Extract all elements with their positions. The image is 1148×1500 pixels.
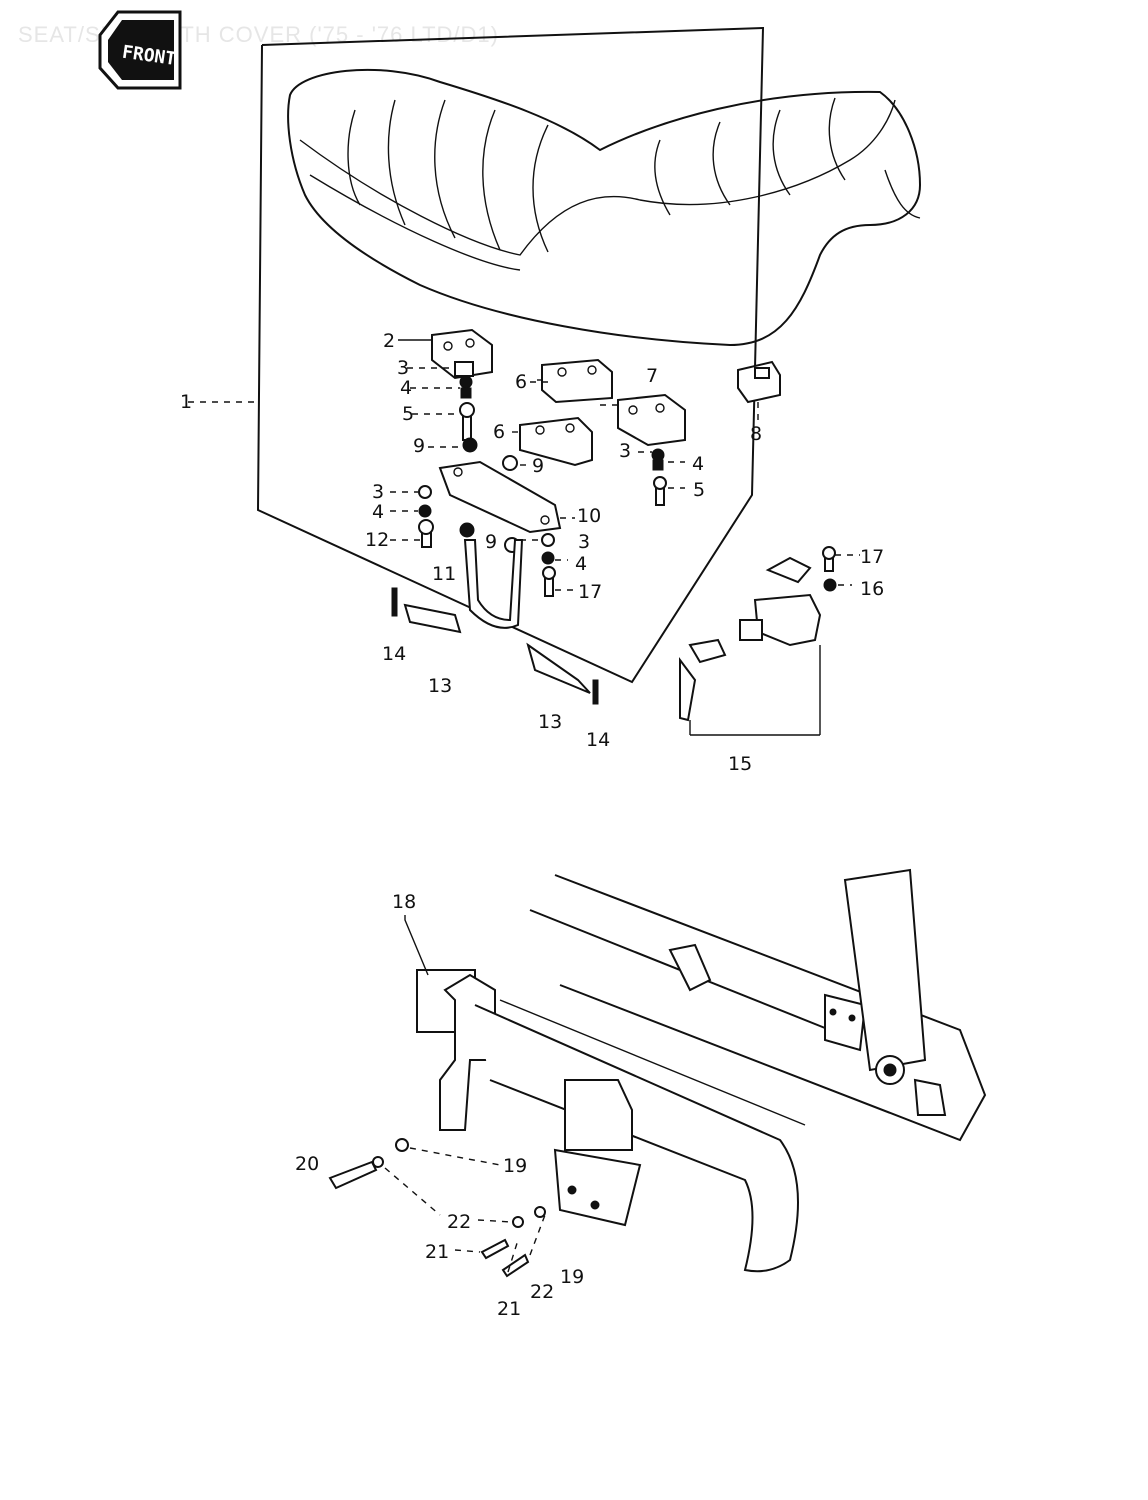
lockwasher-4-left bbox=[418, 504, 432, 518]
callout-6: 6 bbox=[493, 421, 505, 443]
seat-damper-lower bbox=[519, 416, 593, 467]
front-hinge-bracket bbox=[431, 328, 493, 441]
callout-21: 21 bbox=[497, 1298, 521, 1320]
washer-9-b bbox=[502, 455, 518, 471]
leader-lines bbox=[188, 339, 860, 1273]
callout-4: 4 bbox=[575, 553, 587, 575]
washer-19-a bbox=[395, 1138, 409, 1152]
washer-22-b bbox=[512, 1216, 524, 1228]
bolt-17-lower bbox=[542, 566, 556, 597]
washer-9-a bbox=[462, 437, 478, 453]
callout-20: 20 bbox=[295, 1153, 319, 1175]
pin-20 bbox=[328, 1160, 378, 1190]
washer-22-a bbox=[372, 1156, 384, 1168]
callout-7: 7 bbox=[646, 365, 658, 387]
callout-10: 10 bbox=[577, 505, 601, 527]
callout-12: 12 bbox=[365, 529, 389, 551]
callout-22: 22 bbox=[530, 1281, 554, 1303]
callout-21: 21 bbox=[425, 1241, 449, 1263]
callout-11: 11 bbox=[432, 563, 456, 585]
pin-21-a bbox=[480, 1238, 510, 1260]
seat-frame-and-hook bbox=[416, 868, 987, 1273]
clip-14-right bbox=[592, 679, 599, 705]
pin-21-b bbox=[501, 1253, 530, 1278]
clip-14-left bbox=[391, 587, 398, 617]
seat-illustration bbox=[287, 68, 922, 347]
callout-13: 13 bbox=[538, 711, 562, 733]
callout-2: 2 bbox=[383, 330, 395, 352]
seat-frame-outline bbox=[256, 26, 765, 684]
page-title: SEAT/SEAT WITH COVER ('75 - '76 LTD/D1) bbox=[18, 22, 499, 47]
callout-4: 4 bbox=[692, 453, 704, 475]
callout-17: 17 bbox=[860, 546, 884, 568]
callout-8: 8 bbox=[750, 423, 762, 445]
callout-14: 14 bbox=[586, 729, 610, 751]
callout-3: 3 bbox=[578, 531, 590, 553]
hinge-bracket-11 bbox=[463, 539, 524, 629]
callout-9: 9 bbox=[485, 531, 497, 553]
callout-1: 1 bbox=[180, 391, 192, 413]
washer-9-c bbox=[459, 522, 475, 538]
callout-labels: 1 2 3 4 5 6 7 8 6 9 9 3 4 5 3 4 12 10 9 … bbox=[180, 330, 884, 1320]
washer-19-b bbox=[534, 1206, 546, 1218]
callout-18: 18 bbox=[392, 891, 416, 913]
washer-3-left bbox=[418, 485, 432, 499]
callout-3: 3 bbox=[372, 481, 384, 503]
callout-19: 19 bbox=[503, 1155, 527, 1177]
callout-5: 5 bbox=[693, 479, 705, 501]
callout-3: 3 bbox=[619, 440, 631, 462]
callout-13: 13 bbox=[428, 675, 452, 697]
seat-mounting-plate bbox=[438, 460, 562, 534]
bolt-12 bbox=[418, 519, 434, 548]
rear-hinge-bracket bbox=[617, 393, 686, 506]
callout-4: 4 bbox=[400, 377, 412, 399]
callout-19: 19 bbox=[560, 1266, 584, 1288]
callout-9: 9 bbox=[413, 435, 425, 457]
front-arrow-badge: FRONT bbox=[98, 10, 182, 90]
seat-lock-assembly bbox=[679, 546, 837, 722]
callout-3: 3 bbox=[397, 357, 409, 379]
seat-damper-upper bbox=[541, 358, 613, 404]
callout-4: 4 bbox=[372, 501, 384, 523]
strap-13-left bbox=[403, 603, 462, 634]
callout-9: 9 bbox=[532, 455, 544, 477]
callout-16: 16 bbox=[860, 578, 884, 600]
callout-14: 14 bbox=[382, 643, 406, 665]
lockwasher-4-right bbox=[541, 551, 555, 565]
strap-13-right bbox=[526, 642, 591, 694]
seat-catch-block bbox=[737, 360, 781, 404]
callout-15: 15 bbox=[728, 753, 752, 775]
callout-5: 5 bbox=[402, 403, 414, 425]
callout-22: 22 bbox=[447, 1211, 471, 1233]
callout-17: 17 bbox=[578, 581, 602, 603]
washer-3-right bbox=[541, 533, 555, 547]
callout-6: 6 bbox=[515, 371, 527, 393]
